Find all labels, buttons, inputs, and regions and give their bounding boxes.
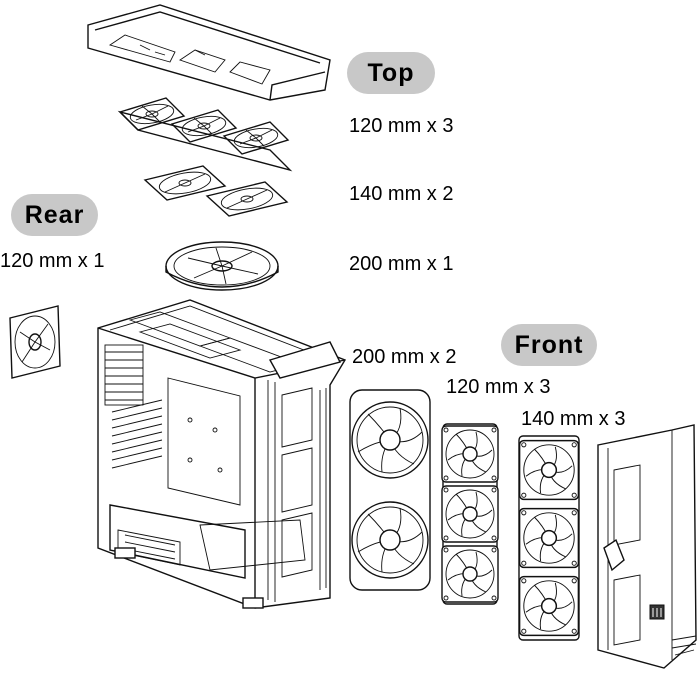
top-section-badge: Top	[347, 52, 435, 94]
top-200mm-label: 200 mm x 1	[349, 253, 454, 275]
top-140mm-label: 140 mm x 2	[349, 183, 454, 205]
top-200mm-fan	[165, 241, 279, 291]
top-140mm-fans	[143, 165, 289, 217]
front-140mm-fans	[518, 435, 580, 641]
rear-120mm-fan	[9, 305, 61, 379]
top-cover	[87, 4, 331, 101]
top-120mm-fans	[117, 97, 293, 172]
front-200mm-fans	[349, 389, 431, 591]
front-140mm-label: 140 mm x 3	[521, 408, 626, 430]
front-120mm-label: 120 mm x 3	[446, 376, 551, 398]
front-panel	[597, 424, 697, 669]
front-section-badge: Front	[501, 324, 597, 366]
case-chassis	[97, 299, 347, 609]
rear-section-badge: Rear	[11, 194, 98, 236]
rear-120mm-label: 120 mm x 1	[0, 250, 105, 272]
top-120mm-label: 120 mm x 3	[349, 115, 454, 137]
front-200mm-label: 200 mm x 2	[352, 346, 457, 368]
front-120mm-fans	[441, 423, 499, 605]
